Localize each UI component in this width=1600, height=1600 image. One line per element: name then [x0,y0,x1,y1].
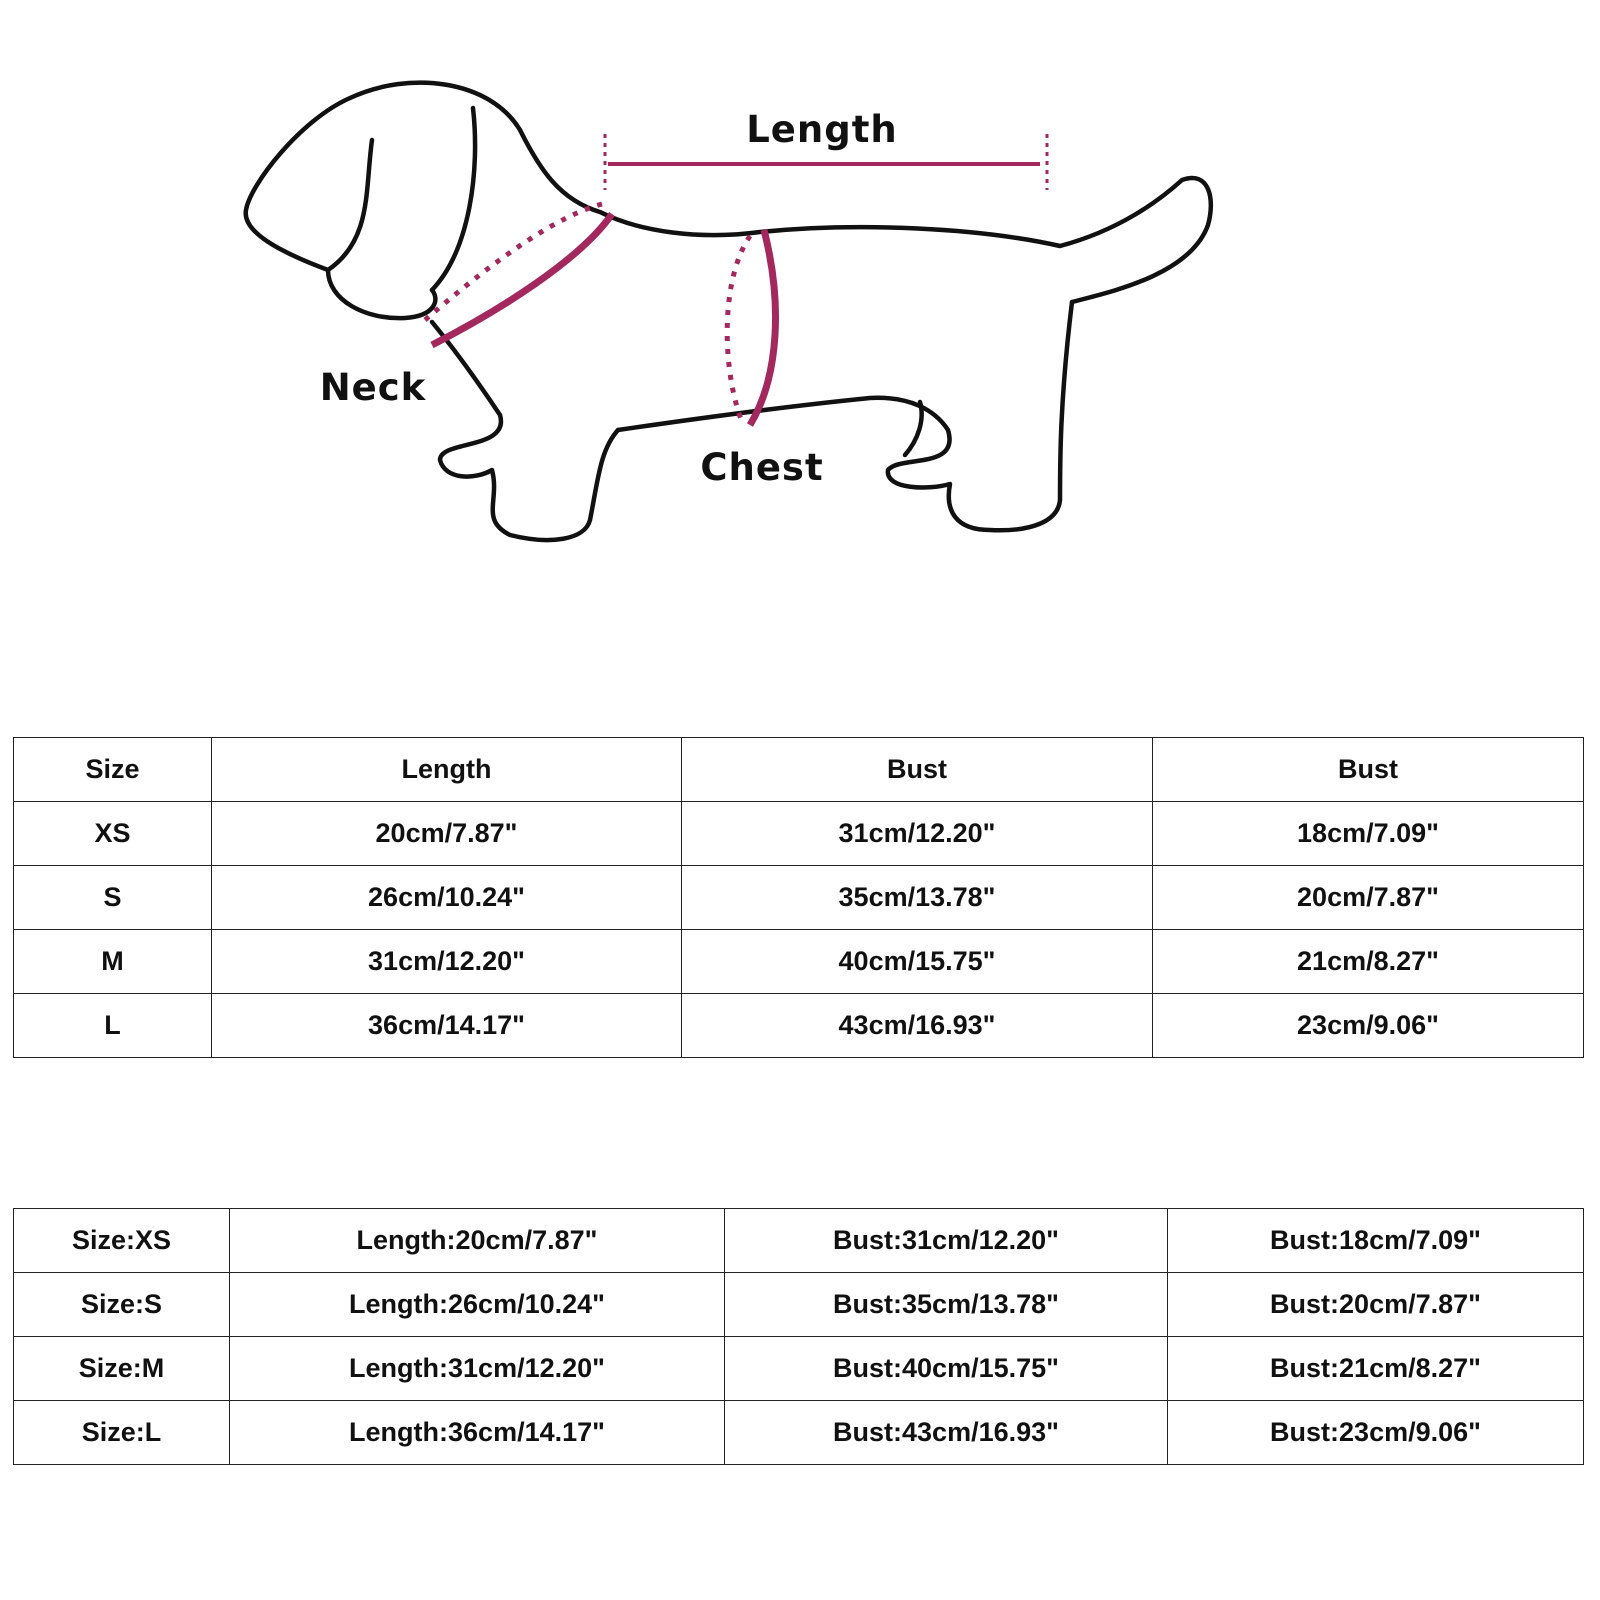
table-cell: Bust:20cm/7.87" [1167,1272,1584,1337]
neck-band-front [430,211,615,349]
table-cell: Bust:18cm/7.09" [1167,1208,1584,1273]
table-cell: Length:31cm/12.20" [229,1336,725,1401]
header-bust: Bust [681,737,1153,802]
table-cell: 31cm/12.20" [211,929,682,994]
table-cell: 40cm/15.75" [681,929,1153,994]
chest-band-front [746,229,779,427]
table-cell: 36cm/14.17" [211,993,682,1058]
table-cell: 43cm/16.93" [681,993,1153,1058]
table-cell: 35cm/13.78" [681,865,1153,930]
table-cell: Length:20cm/7.87" [229,1208,725,1273]
size-table-2: Size:XS Length:20cm/7.87" Bust:31cm/12.2… [13,1208,1584,1465]
table-cell: Bust:35cm/13.78" [724,1272,1168,1337]
table-cell: M [13,929,212,994]
chest-label: Chest [700,446,823,489]
table-row: Size:S Length:26cm/10.24" Bust:35cm/13.7… [13,1272,1584,1337]
chest-measure [724,229,779,427]
table-cell: Bust:43cm/16.93" [724,1400,1168,1465]
table-row: Size:L Length:36cm/14.17" Bust:43cm/16.9… [13,1400,1584,1465]
neck-band-back [423,201,603,322]
table-cell: S [13,865,212,930]
table-cell: 23cm/9.06" [1152,993,1584,1058]
table-row: Size:M Length:31cm/12.20" Bust:40cm/15.7… [13,1336,1584,1401]
neck-label: Neck [320,366,427,409]
table-cell: Size:S [13,1272,230,1337]
table-cell: 18cm/7.09" [1152,801,1584,866]
table-cell: Size:L [13,1400,230,1465]
size-table-1: Size Length Bust Bust XS 20cm/7.87" 31cm… [13,737,1584,1058]
length-measure [603,134,1049,190]
table-cell: Bust:40cm/15.75" [724,1336,1168,1401]
table-row: Size:XS Length:20cm/7.87" Bust:31cm/12.2… [13,1208,1584,1273]
table-cell: XS [13,801,212,866]
table-header-row: Size Length Bust Bust [13,737,1584,802]
table-cell: Bust:23cm/9.06" [1167,1400,1584,1465]
chest-band-back [724,234,753,423]
table-cell: 20cm/7.87" [211,801,682,866]
length-label: Length [746,108,898,151]
table-cell: 21cm/8.27" [1152,929,1584,994]
table-cell: 20cm/7.87" [1152,865,1584,930]
table-cell: Size:M [13,1336,230,1401]
table-cell: 31cm/12.20" [681,801,1153,866]
table-cell: Size:XS [13,1208,230,1273]
table-cell: Length:36cm/14.17" [229,1400,725,1465]
dog-measurement-diagram: Length Neck Chest [243,80,1214,543]
table-row: S 26cm/10.24" 35cm/13.78" 20cm/7.87" [13,865,1584,930]
header-bust-2: Bust [1152,737,1584,802]
dog-outline [243,80,1214,543]
table-row: L 36cm/14.17" 43cm/16.93" 23cm/9.06" [13,993,1584,1058]
table-cell: Bust:21cm/8.27" [1167,1336,1584,1401]
header-length: Length [211,737,682,802]
header-size: Size [13,737,212,802]
table-row: M 31cm/12.20" 40cm/15.75" 21cm/8.27" [13,929,1584,994]
neck-measure [423,201,615,349]
table-cell: Length:26cm/10.24" [229,1272,725,1337]
table-cell: L [13,993,212,1058]
table-row: XS 20cm/7.87" 31cm/12.20" 18cm/7.09" [13,801,1584,866]
table-cell: 26cm/10.24" [211,865,682,930]
table-cell: Bust:31cm/12.20" [724,1208,1168,1273]
